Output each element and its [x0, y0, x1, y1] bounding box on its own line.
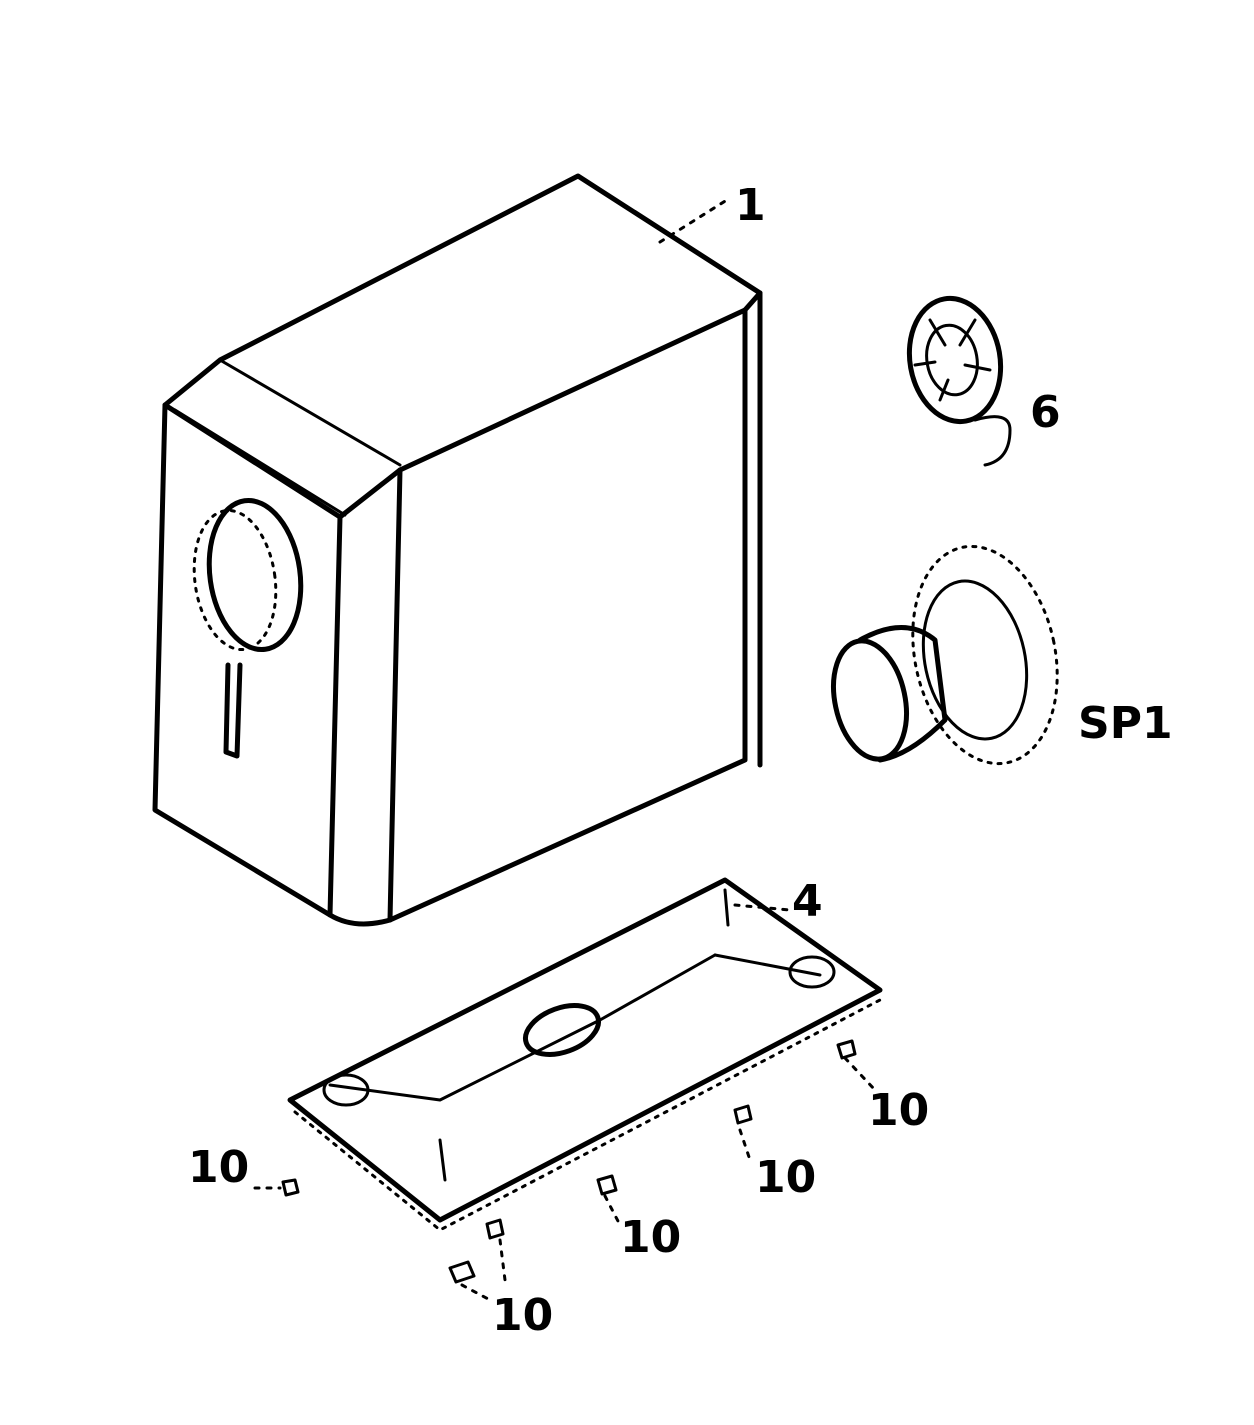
label-fan: 6 — [1030, 387, 1061, 438]
speaker — [831, 544, 1059, 766]
label-foot-4: 10 — [492, 1290, 553, 1341]
label-base-plate: 4 — [792, 876, 823, 927]
leader-lines — [253, 196, 877, 1302]
cabinet — [152, 173, 763, 927]
label-speaker: SP1 — [1078, 698, 1173, 749]
label-foot-2: 10 — [755, 1152, 816, 1203]
fan — [906, 295, 1012, 467]
base-plate — [287, 877, 883, 1232]
label-foot-1: 10 — [868, 1085, 929, 1136]
label-foot-5: 10 — [188, 1142, 249, 1193]
label-foot-3: 10 — [620, 1212, 681, 1263]
feet — [281, 1039, 857, 1284]
label-cabinet: 1 — [735, 180, 766, 231]
